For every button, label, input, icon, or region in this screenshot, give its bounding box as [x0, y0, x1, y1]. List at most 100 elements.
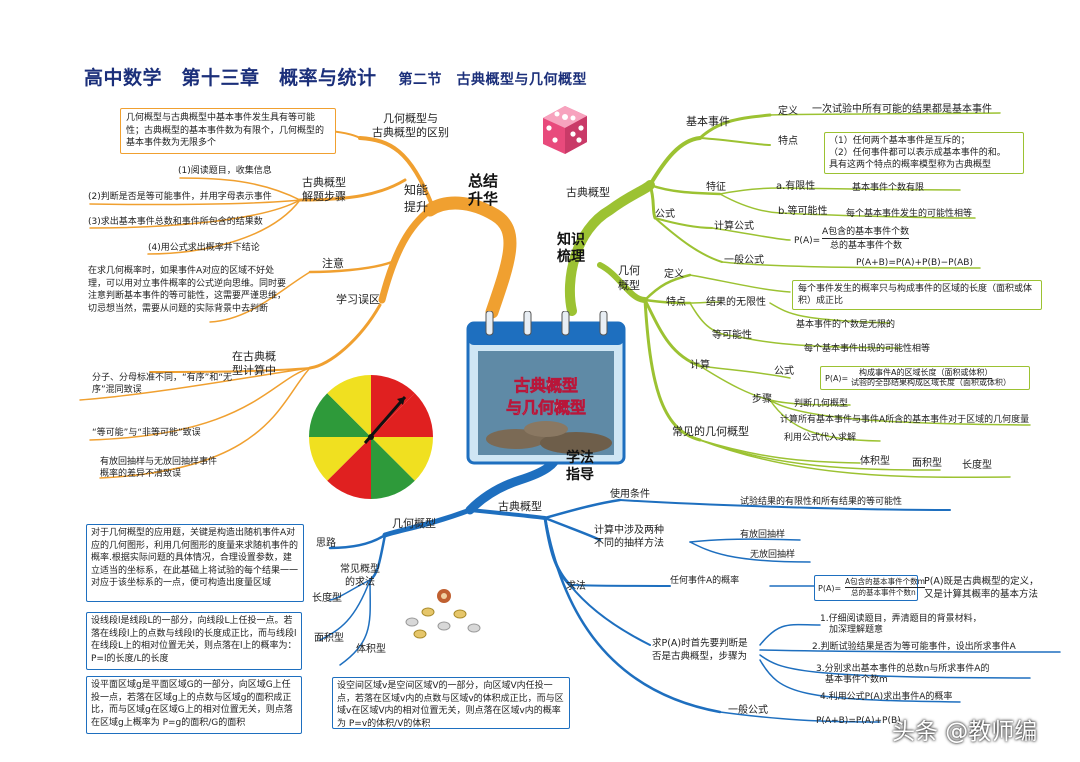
- geo-formula-lhs: P(A)=: [825, 374, 849, 383]
- cond: 试验结果的有限性和所有结果的等可能性: [740, 497, 903, 507]
- m-general: P(A+B)=P(A)+P(B): [816, 716, 901, 726]
- calc-den: 总的基本事件个数: [830, 241, 903, 251]
- two-sampling-label: 计算中涉及两种 不同的抽样方法: [594, 525, 664, 549]
- feature-b: 每个基本事件发生的可能性相等: [846, 209, 973, 219]
- geo-step-2: 计算所有基本事件与事件A所含的基本事件对于区域的几何度量: [780, 415, 1030, 425]
- geometric-label: 几何 概型: [618, 264, 640, 292]
- length-box: 设线段l是线段L的一部分，向线段L上任投一点。若落在线段l上的点数与线段l的长度…: [86, 612, 302, 670]
- mistakes-sub: 在古典概 型计算中: [232, 350, 276, 377]
- feature-a-label: a.有限性: [776, 181, 816, 192]
- note-label: 注意: [322, 257, 344, 270]
- basic-feat-label: 特点: [778, 136, 798, 147]
- calc-formula-label: 计算公式: [714, 221, 754, 232]
- any-note: P(A)既是古典概型的定义， 又是计算其概率的基本方法: [924, 576, 1039, 600]
- mistake-item-2: “等可能”与“非等可能”致误: [92, 428, 201, 438]
- geo-step-3: 利用公式代入求解: [784, 433, 857, 443]
- calc-lhs: P(A)=: [794, 236, 821, 246]
- geo-calc-label: 计算: [690, 360, 710, 371]
- geo-formula-den: 试验的全部结果构成区域长度（面积或体积）: [851, 378, 1011, 387]
- calendar-icon: 古典概型 与几何概型: [466, 311, 626, 465]
- diff-label: 几何概型与 古典概型的区别: [372, 112, 449, 139]
- basic-event-label: 基本事件: [686, 115, 730, 128]
- geo-def-box: 每个事件发生的概率只与构成事件的区域的长度（面积或体积）成正比: [792, 280, 1042, 310]
- geo-common-2: 面积型: [912, 458, 942, 469]
- geo-step-1: 判断几何概型: [794, 399, 849, 409]
- geo-infinite: 基本事件的个数是无限的: [796, 320, 896, 330]
- mistake-item-1: 分子、分母标准不同，“有序”和“无序”混同致误: [92, 373, 232, 395]
- basic-def-label: 定义: [778, 106, 798, 117]
- sampling-with: 有放回抽样: [740, 530, 786, 540]
- summary-branch: 总结 升华: [468, 172, 499, 208]
- knowledge-branch: 知识 梳理: [557, 232, 585, 265]
- judge-step-3: 3.分别求出基本事件的总数n与所求事件A的 基本事件个数m: [816, 664, 990, 685]
- steps-item-4: (4)用公式求出概率并下结论: [148, 243, 260, 253]
- formula-label: 公式: [655, 209, 675, 220]
- general-formula: P(A+B)=P(A)+P(B)−P(AB): [856, 258, 973, 268]
- geo-def-label: 定义: [664, 269, 684, 280]
- center-title-line1: 古典概型: [514, 376, 578, 395]
- geo-common-label: 常见的几何概型: [672, 425, 749, 438]
- features-label: 特征: [706, 182, 726, 193]
- volume-label: 体积型: [356, 644, 386, 655]
- watermark: 头条 @教师编: [892, 719, 1038, 745]
- steps-item-3: (3)求出基本事件总数和事件所包含的结果数: [88, 217, 263, 227]
- steps-item-1: (1)阅读题目，收集信息: [178, 166, 272, 176]
- dice-icon: [543, 106, 587, 154]
- ability-label: 知能 提升: [404, 183, 429, 214]
- m-classical-label: 古典概型: [498, 500, 542, 513]
- geo-equal: 每个基本事件出现的可能性相等: [804, 344, 931, 354]
- mistake-item-3: 有放回抽样与无放回抽样事件概率的差异不清致误: [100, 457, 218, 479]
- center-title-line2: 与几何概型: [506, 398, 586, 417]
- spinner-icon: [309, 375, 433, 499]
- mistakes-label: 学习误区: [336, 293, 380, 306]
- geo-steps-label: 步骤: [752, 394, 772, 405]
- geo-formula-box: P(A)= 构成事件A的区域长度（面积或体积） 试验的全部结果构成区域长度（面积…: [820, 366, 1030, 390]
- solve-label: 求法: [566, 581, 586, 592]
- basic-def: 一次试验中所有可能的结果都是基本事件: [812, 104, 992, 115]
- feature-b-label: b.等可能性: [778, 206, 828, 217]
- geo-feat-label: 特点: [666, 297, 686, 308]
- length-label: 长度型: [312, 593, 342, 604]
- any-num: A包含的基本事件个数m: [845, 577, 925, 588]
- judge-step-4: 4.利用公式P(A)求出事件A的概率: [820, 692, 953, 702]
- area-box: 设平面区域g是平面区域G的一部分，向区域G上任投一点，若落在区域g上的点数与区域…: [86, 676, 302, 734]
- title-sub: 第二节 古典概型与几何概型: [398, 72, 588, 88]
- note-text: 在求几何概率时，如果事件A对应的区域不好处理，可以用对立事件概率的公式逆向思维。…: [88, 266, 287, 314]
- volume-box: 设空间区域v是空间区域V的一部分，向区域V内任投一点，若落在区域v内的点数与区域…: [332, 677, 570, 729]
- geo-common-3: 长度型: [962, 460, 992, 471]
- judge-step-1: 1.仔细阅读题目，弄清题目的背景材料， 加深理解题意: [820, 614, 982, 635]
- any-event-box: P(A)= A包含的基本事件个数m 总的基本事件个数n: [814, 575, 925, 601]
- page-title: 高中数学 第十三章 概率与统计 第二节 古典概型与几何概型: [84, 63, 587, 90]
- calc-num: A包含的基本事件个数: [822, 227, 910, 239]
- any-den: 总的基本事件个数n: [851, 588, 916, 597]
- any-event-label: 任何事件A的概率: [670, 576, 740, 586]
- idea-box: 对于几何概型的应用题，关键是构造出随机事件A对应的几何图形，利用几何图形的度量来…: [86, 524, 304, 602]
- idea-label: 思路: [316, 538, 336, 549]
- feature-a: 基本事件个数有限: [852, 183, 925, 193]
- title-main: 高中数学 第十三章 概率与统计: [84, 67, 377, 89]
- geo-common-1: 体积型: [860, 456, 890, 467]
- m-general-label: 一般公式: [728, 705, 768, 716]
- general-formula-label: 一般公式: [724, 255, 764, 266]
- any-lhs: P(A)=: [818, 584, 842, 593]
- m-geometric-label: 几何概型: [392, 517, 436, 530]
- steps-label: 古典概型 解题步骤: [302, 176, 346, 203]
- geo-equal-label: 等可能性: [712, 330, 752, 341]
- judge-step-2: 2.判断试验结果是否为等可能事件，设出所求事件A: [812, 642, 1016, 652]
- cond-label: 使用条件: [610, 489, 650, 500]
- method-branch: 学法 指导: [566, 450, 594, 483]
- sampling-without: 无放回抽样: [750, 550, 796, 560]
- basic-feat-box: （1）任何两个基本事件是互斥的； （2）任何事件都可以表示成基本事件的和。 具有…: [824, 132, 1024, 174]
- area-label: 面积型: [314, 633, 344, 644]
- judge-label: 求P(A)时首先要判断是 否是古典概型，步骤为: [652, 638, 748, 662]
- common-method-label: 常见概型 的求法: [340, 564, 380, 588]
- geo-infinite-label: 结果的无限性: [706, 297, 766, 308]
- diff-box: 几何概型与古典概型中基本事件发生具有等可能性；古典概型的基本事件数为有限个，几何…: [120, 108, 336, 154]
- steps-item-2: (2)判断是否是等可能事件，并用字母表示事件: [88, 192, 272, 202]
- geo-formula-num: 构成事件A的区域长度（面积或体积）: [859, 368, 993, 379]
- geo-formula-label: 公式: [774, 366, 794, 377]
- coins-icon: [405, 589, 481, 639]
- classical-label: 古典概型: [566, 186, 610, 199]
